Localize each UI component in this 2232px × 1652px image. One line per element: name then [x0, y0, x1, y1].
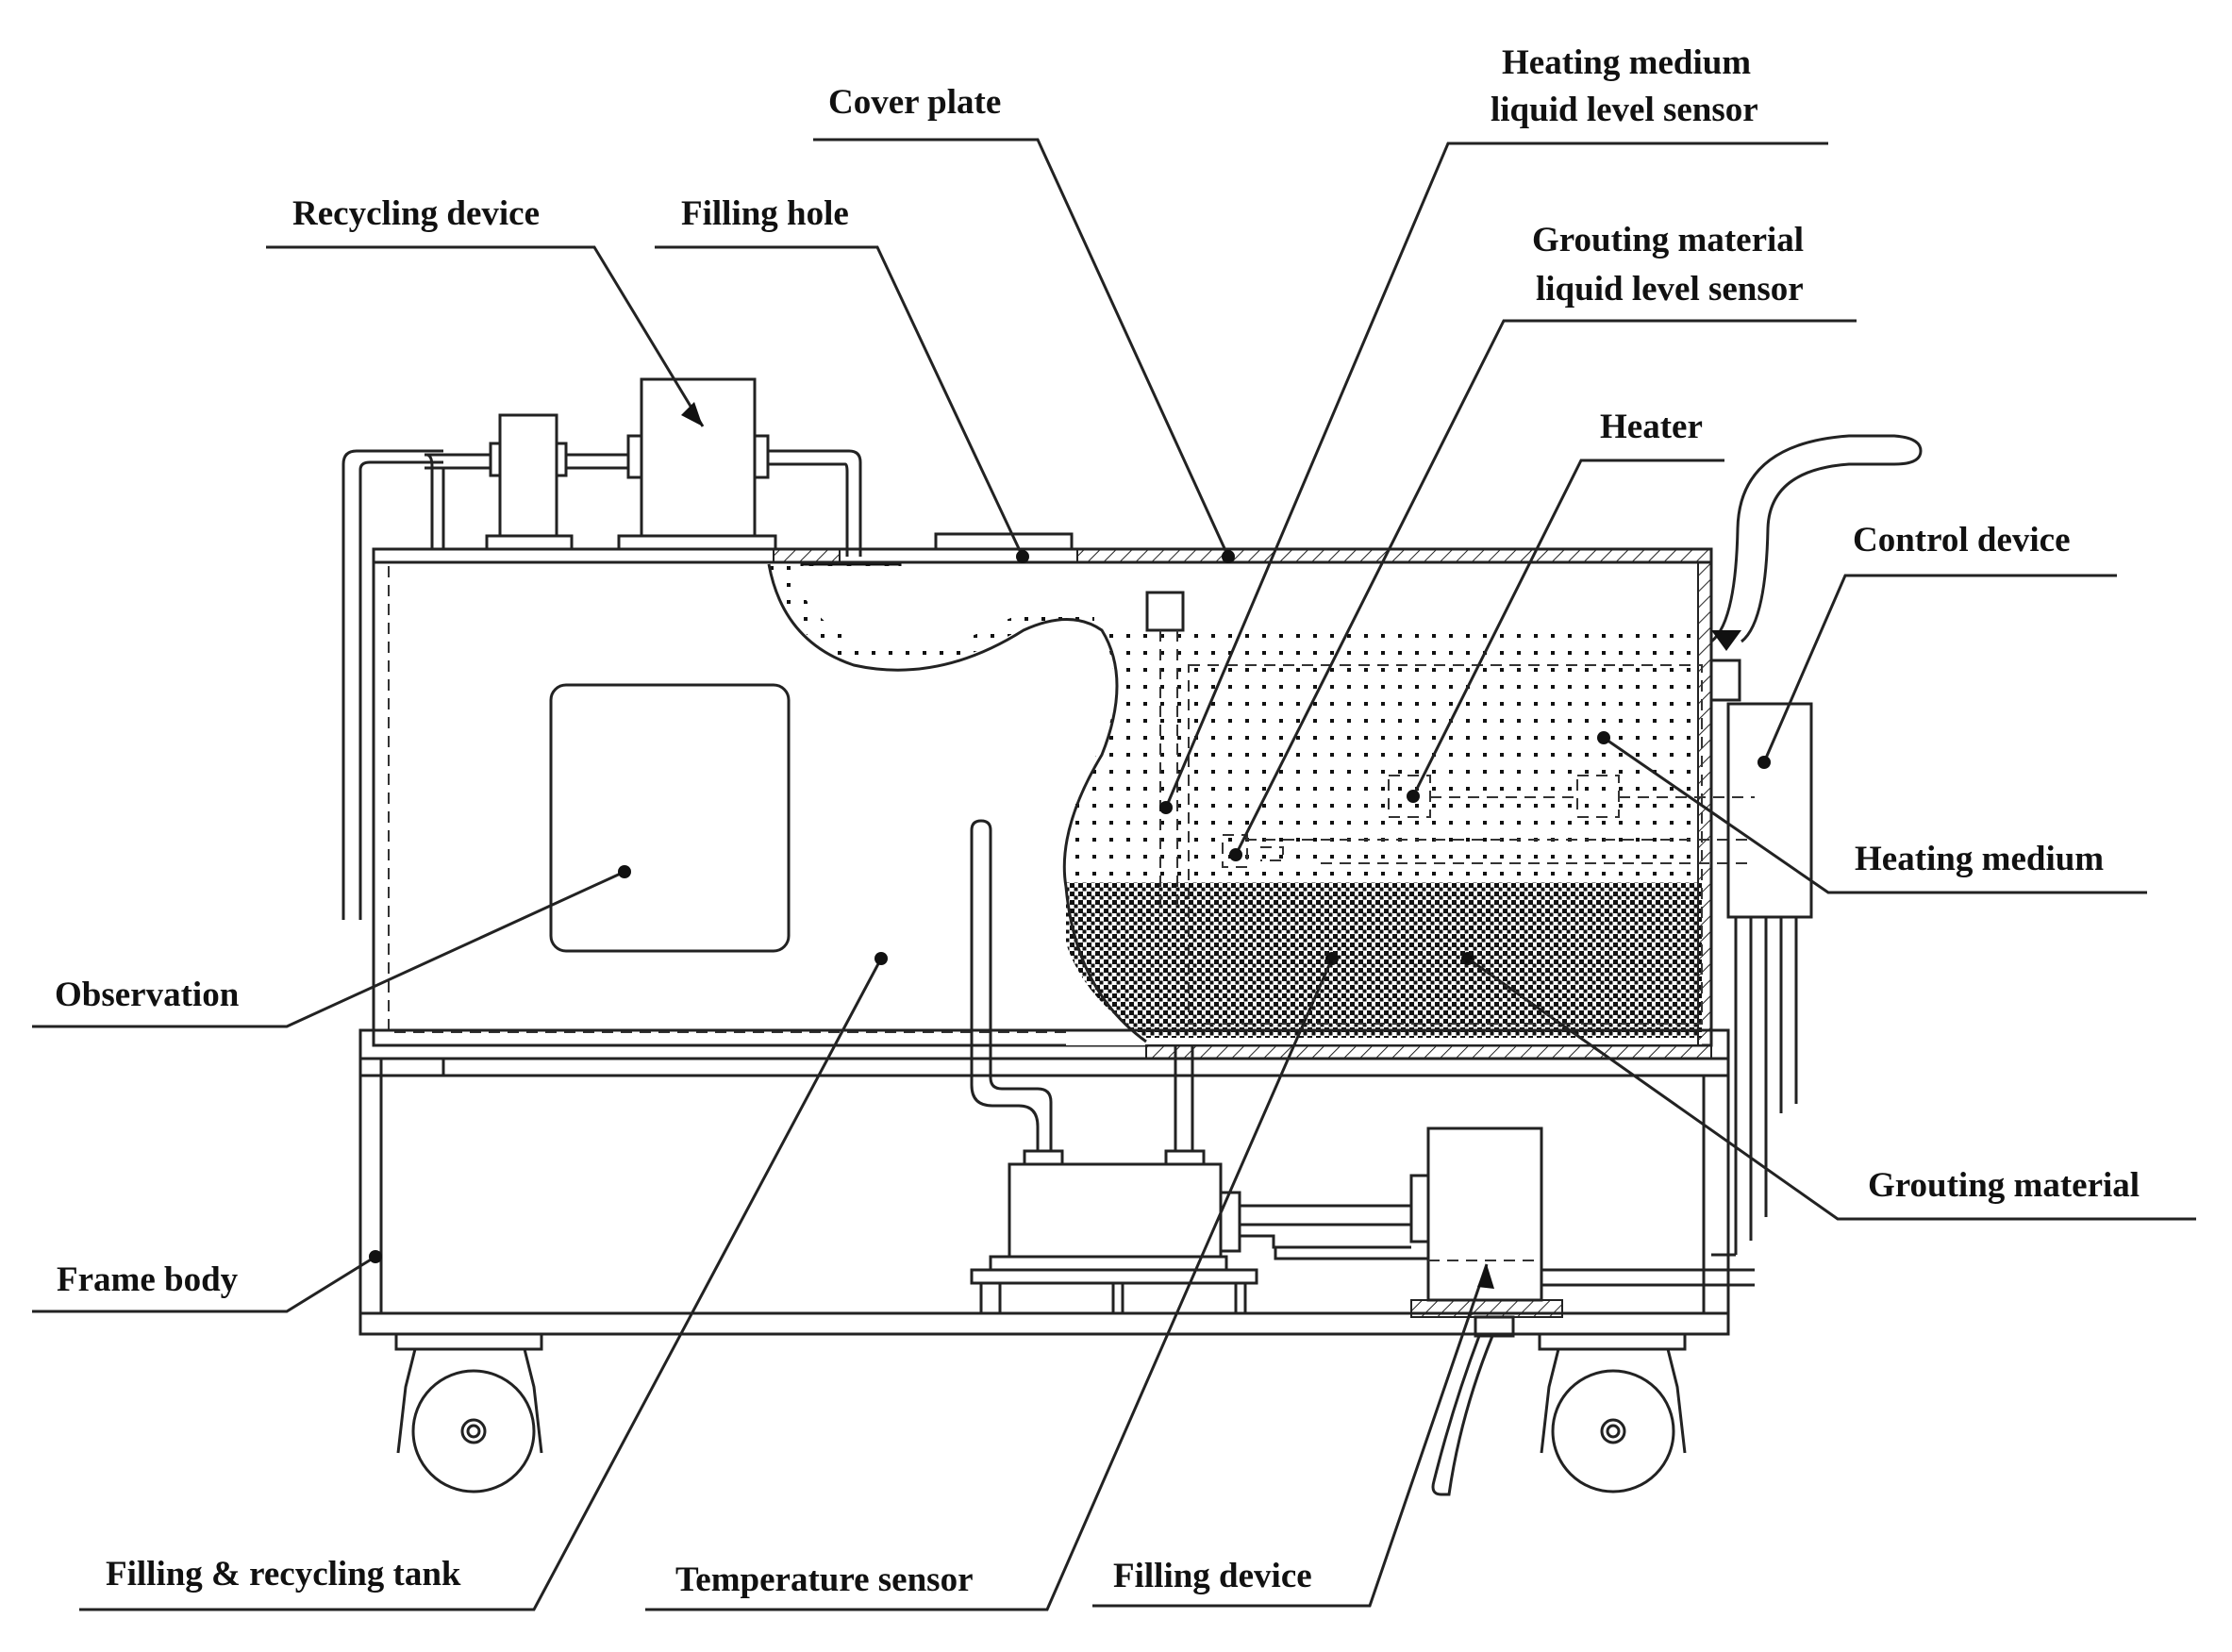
wheel-left	[394, 1332, 543, 1493]
label-heating-medium: Heating medium	[1855, 840, 2104, 878]
frame-body	[358, 1028, 1755, 1496]
label-heating-sensor-line2: liquid level sensor	[1491, 91, 1758, 129]
label-recycling-device: Recycling device	[292, 194, 540, 233]
recycling-device	[341, 377, 862, 920]
labels: Cover plate Heating medium liquid level …	[55, 43, 2140, 1599]
control-device	[1709, 434, 1923, 1257]
label-heater: Heater	[1600, 408, 1703, 446]
label-filling-hole: Filling hole	[681, 194, 849, 233]
label-heating-sensor-line1: Heating medium	[1502, 43, 1751, 82]
label-control-device: Control device	[1853, 521, 2071, 559]
label-grouting-sensor-line1: Grouting material	[1532, 221, 1804, 259]
label-cover-plate: Cover plate	[828, 83, 1001, 122]
label-temperature-sensor: Temperature sensor	[675, 1560, 974, 1599]
label-filling-device: Filling device	[1113, 1557, 1312, 1595]
label-grouting-sensor-line2: liquid level sensor	[1536, 270, 1804, 309]
wheel-right	[1538, 1332, 1687, 1493]
leader-lines	[32, 138, 2196, 1611]
label-filling-recycling-tank: Filling & recycling tank	[106, 1555, 461, 1594]
label-observation: Observation	[55, 976, 240, 1014]
filling-recycling-tank	[372, 560, 1755, 1060]
label-frame-body: Frame body	[57, 1260, 239, 1299]
label-grouting-material: Grouting material	[1868, 1166, 2140, 1205]
